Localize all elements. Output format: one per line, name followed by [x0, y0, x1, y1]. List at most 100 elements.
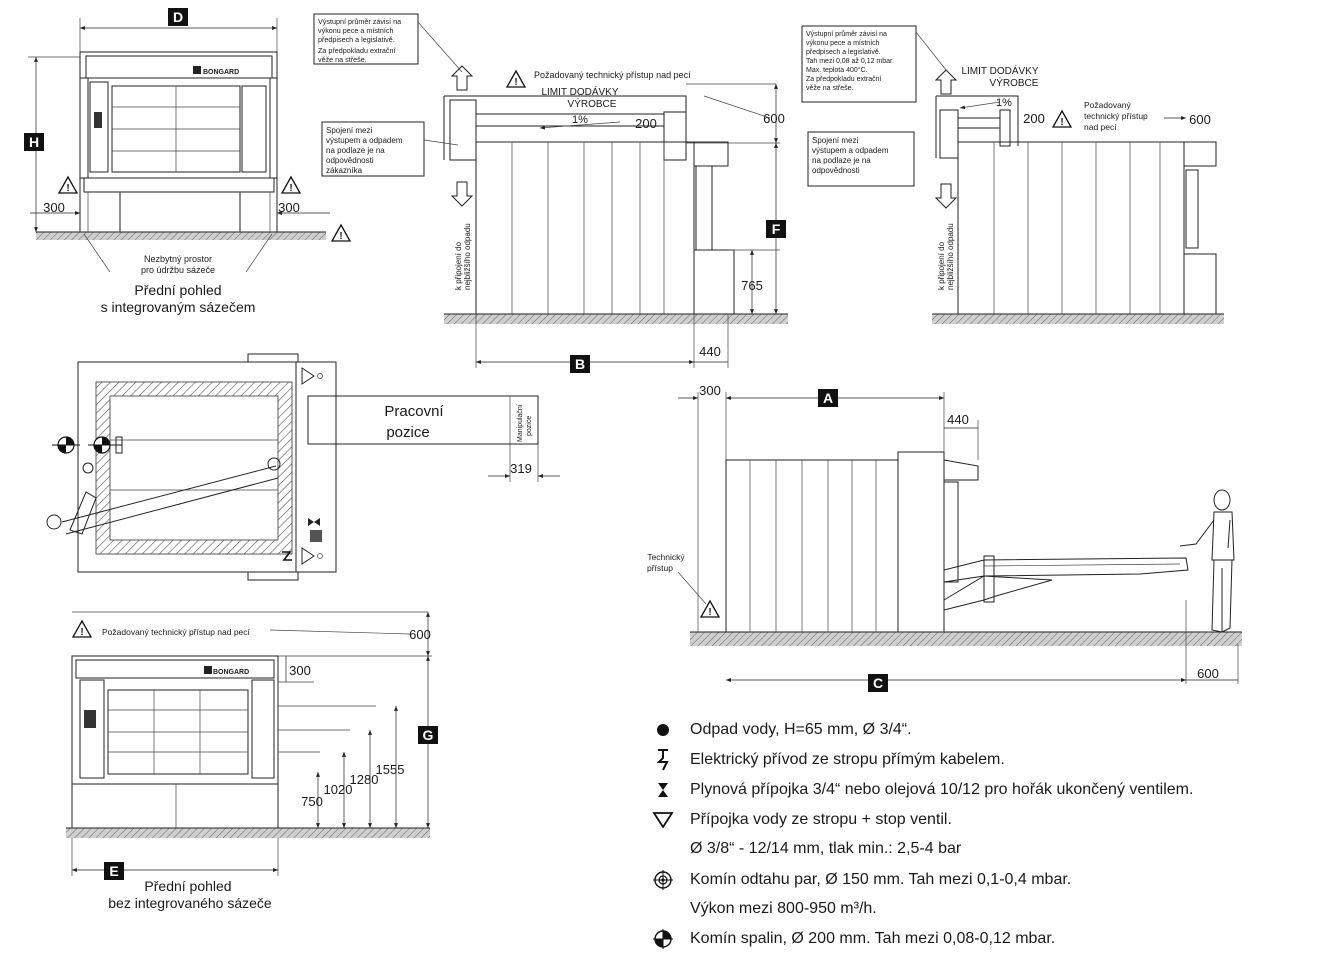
- tech-access2-line2: technický přístup: [1084, 111, 1148, 121]
- dimension-f-label: F: [772, 221, 781, 237]
- side-view-operator: 300 A 440: [647, 383, 1242, 692]
- connection-note-line2: výstupem a odpadem: [326, 136, 403, 145]
- dim-front-600: 600: [409, 627, 431, 642]
- warning-icon-floor: [331, 224, 351, 243]
- warning-icon-right: [281, 176, 301, 195]
- tech-access2-line1: Požadovaný: [1084, 100, 1132, 110]
- legend-text-water-spec: Ø 3/8“ - 12/14 mm, tlak min.: 2,5-4 bar: [690, 840, 962, 857]
- dim-op-600: 600: [1197, 666, 1219, 681]
- outlet2-note-line4: Tah mezi 0,08 až 0,12 mbar.: [806, 58, 894, 65]
- dimension-b-label: B: [575, 356, 585, 372]
- flue-chimney-icon: [52, 436, 80, 454]
- legend-row-water-spec: Ø 3/8“ - 12/14 mm, tlak min.: 2,5-4 bar: [650, 836, 961, 862]
- outlet-note-line1: Výstupní průměr závisí na: [318, 17, 401, 26]
- tech-access2-line3: nad pecí: [1084, 122, 1117, 132]
- dimension-a-box: [818, 389, 838, 407]
- dimension-c-box: [868, 674, 888, 692]
- height-1280: 1280: [350, 772, 379, 787]
- working-position-line2: pozice: [386, 424, 429, 441]
- handling-position-line2: pozice: [526, 416, 533, 436]
- dim-op-300: 300: [699, 383, 721, 398]
- dimension-h-label: H: [29, 134, 39, 150]
- plan-view: Pracovní pozice Manipulační pozice 319: [46, 353, 560, 581]
- service-note-line2: pro údržbu sázeče: [141, 265, 215, 275]
- outlet2-note-line1: Výstupní průměr závisí na: [806, 30, 887, 38]
- gas-valve-icon: [650, 777, 676, 803]
- working-position-line1: Pracovní: [384, 403, 444, 420]
- dim2-200: 200: [1023, 111, 1045, 126]
- height-750: 750: [301, 794, 323, 809]
- dimension-g-label: G: [423, 727, 434, 743]
- connection2-line2: výstupem a odpadem: [812, 146, 889, 155]
- drain2-line2: nejbližšího odpadu: [946, 223, 955, 290]
- service-note-line1: Nezbytný prostor: [144, 254, 212, 264]
- outlet-note-line3: předpisech a legislativě.: [318, 35, 395, 44]
- warning-icon-front-plain: [72, 620, 92, 639]
- side-view-2: Výstupní průměr závisí na výkonu pece a …: [801, 25, 1224, 324]
- drain-label-line1: k připojení do: [454, 241, 463, 290]
- dimension-c-label: C: [873, 675, 883, 691]
- drain2-line1: k připojení do: [937, 241, 946, 290]
- electric-supply-icon: [650, 747, 676, 773]
- outlet2-note-line5: Max. teplota 400°C.: [806, 66, 868, 74]
- outlet-note-line5: věže na střeše.: [318, 55, 367, 64]
- tech-access-op-line1: Technický: [647, 552, 685, 562]
- outlet2-note-line6: Za předpokladu extrační: [806, 76, 882, 83]
- slope2-label: 1%: [996, 97, 1012, 109]
- front-plain-caption-line2: bez integrovaného sázeče: [108, 895, 272, 911]
- tech-access-op-line2: přístup: [647, 563, 673, 573]
- warning-icon-op: [700, 600, 720, 619]
- legend-row-steam: Komín odtahu par, Ø 150 mm. Tah mezi 0,1…: [650, 867, 1071, 893]
- dimension-a-label: A: [823, 390, 833, 406]
- outlet2-note-line3: předpisech a legislativě.: [806, 49, 881, 56]
- side-view-1: Výstupní průměr závisí na výkonu pece a …: [313, 13, 788, 373]
- connection2-line4: odpovědnosti: [812, 166, 860, 175]
- front-view-caption-line2: s integrovaným sázečem: [101, 299, 256, 315]
- legend-text-steam: Komín odtahu par, Ø 150 mm. Tah mezi 0,1…: [690, 871, 1072, 888]
- legend-row-electric: Elektrický přívod ze stropu přímým kabel…: [650, 747, 1005, 773]
- limit2-line1: LIMIT DODÁVKY: [961, 64, 1038, 77]
- legend-row-flue: Komín spalin, Ø 200 mm. Tah mezi 0,08-0,…: [650, 926, 1055, 952]
- dimension-f-box: [766, 220, 786, 238]
- height-1020: 1020: [324, 782, 353, 797]
- dim-op-440: 440: [947, 412, 969, 427]
- operator-figure: [1179, 489, 1235, 633]
- brand-logo: BONGARD: [203, 69, 239, 76]
- dimension-e-label: E: [109, 863, 118, 879]
- drain-label-line2: nejbližšího odpadu: [463, 223, 472, 290]
- legend-text-flue: Komín spalin, Ø 200 mm. Tah mezi 0,08-0,…: [690, 930, 1056, 947]
- outlet2-note-line7: věže na střeše.: [806, 85, 854, 92]
- limit2-line2: VÝROBCE: [990, 76, 1039, 89]
- height-1555: 1555: [376, 762, 405, 777]
- limit-label-line2: VÝROBCE: [568, 97, 617, 110]
- front-view-caption-line1: Přední pohled: [134, 282, 221, 298]
- steam-chimney-icon: [650, 867, 676, 893]
- warning-icon-tech-access: [506, 70, 526, 89]
- dim-600: 600: [763, 111, 785, 126]
- front-view-plain: Požadovaný technický přístup nad pecí 60…: [66, 611, 438, 911]
- water-supply-icon: [650, 807, 676, 833]
- connection-note-line4: odpovědnosti: [326, 156, 374, 165]
- outlet2-note-line2: výkonu pece a místních: [806, 40, 880, 47]
- dim-front-300: 300: [289, 663, 311, 678]
- dimension-g-box: [418, 726, 438, 744]
- flue-chimney-icon: [650, 926, 676, 952]
- legend-text-gas: Plynová přípojka 3/4“ nebo olejová 10/12…: [690, 781, 1194, 798]
- tech-access-front-label: Požadovaný technický přístup nad pecí: [102, 627, 251, 637]
- dimension-b-box: [570, 355, 590, 373]
- water-drain-icon: [650, 717, 676, 743]
- legend-text-water-drain: Odpad vody, H=65 mm, Ø 3/4“.: [690, 721, 912, 738]
- dimension-d-label: D: [173, 9, 183, 25]
- dim-200: 200: [635, 116, 657, 131]
- outlet-note-line2: výkonu pece a místních: [318, 26, 394, 35]
- left-clearance-300: 300: [43, 200, 65, 215]
- front-plain-caption-line1: Přední pohled: [144, 878, 231, 894]
- legend-row-water-drain: Odpad vody, H=65 mm, Ø 3/4“.: [650, 717, 912, 743]
- tech-access-label: Požadovaný technický přístup nad pecí: [534, 70, 691, 80]
- dimension-h-box: [24, 133, 44, 151]
- limit-label-line1: LIMIT DODÁVKY: [541, 85, 618, 98]
- right-clearance-300: 300: [278, 200, 300, 215]
- dimension-e-box: [104, 862, 124, 880]
- brand-logo-2: BONGARD: [213, 669, 249, 676]
